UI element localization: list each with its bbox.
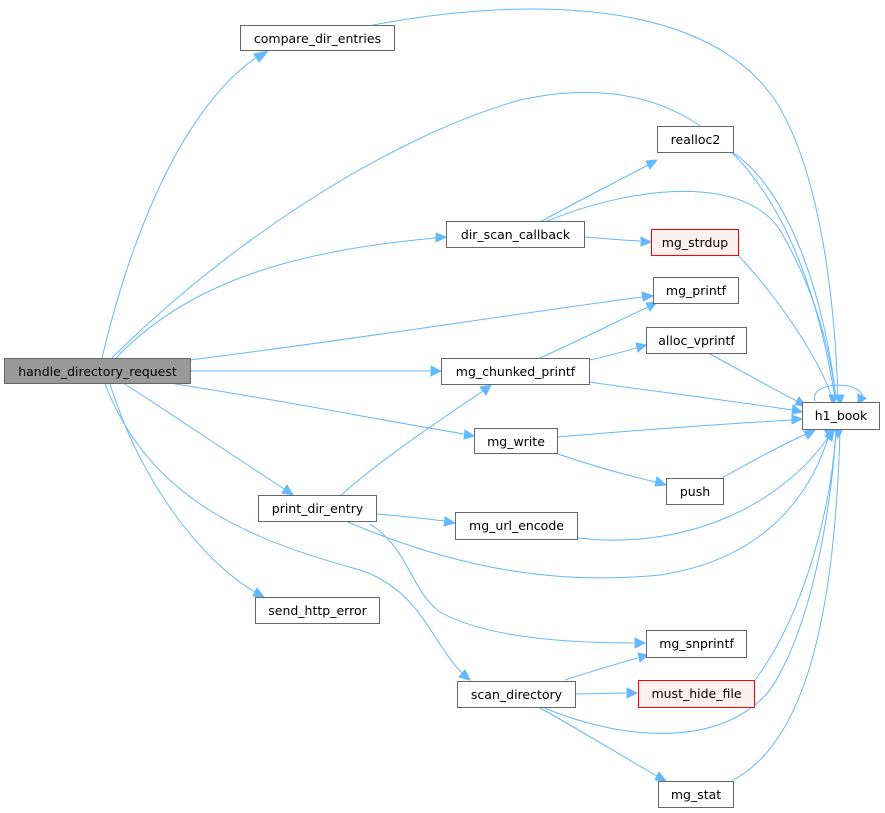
node-label: mg_strdup [662,235,729,250]
node-mg_strdup[interactable]: mg_strdup [651,229,739,256]
node-compare_dir_entries[interactable]: compare_dir_entries [240,25,395,51]
arrow-scan_directory-to-mg_snprintf [637,652,650,663]
node-label: must_hide_file [651,686,741,701]
edge-print_dir_entry-to-h1_book [347,431,831,579]
edge-handle_directory_request-to-compare_dir_entries [101,55,259,359]
node-mg_snprintf[interactable]: mg_snprintf [646,630,747,658]
arrow-handle_directory_request-to-mg_chunked_printf [430,365,443,377]
node-label: alloc_vprintf [658,333,735,348]
arrow-scan_directory-to-must_hide_file [626,687,639,699]
edge-dir_scan_callback-to-realloc2 [539,164,649,223]
arrow-mg_chunked_printf-to-mg_printf [645,301,659,312]
node-label: mg_printf [666,283,727,298]
node-label: mg_stat [671,787,721,802]
arrow-handle_directory_request-to-print_dir_entry [281,484,294,496]
node-label: realloc2 [671,132,721,147]
node-mg_printf[interactable]: mg_printf [653,277,739,304]
node-label: mg_write [487,434,545,449]
node-label: h1_book [815,408,868,423]
node-label: mg_snprintf [659,636,734,651]
edge-mg_chunked_printf-to-alloc_vprintf [588,347,637,361]
edge-mg_write-to-h1_book [556,419,793,438]
edge-mg_stat-to-h1_book [732,431,841,781]
edge-h1_book-self-loop [814,384,863,402]
node-dir_scan_callback[interactable]: dir_scan_callback [446,221,585,248]
arrow-mg_write-to-push [654,476,668,487]
call-graph-nodes: handle_directory_request compare_dir_ent… [4,25,880,808]
arrow-handle_directory_request-to-mg_printf [641,291,655,302]
edge-dir_scan_callback-to-mg_strdup [583,236,641,242]
node-send_http_error[interactable]: send_http_error [255,597,380,624]
node-label: mg_url_encode [469,518,564,533]
node-label: scan_directory [471,687,563,702]
edge-compare_dir_entries-to-h1_book [367,8,839,399]
node-label: send_http_error [268,603,367,618]
arrow-print_dir_entry-to-mg_snprintf [634,637,647,649]
arrow-scan_directory-to-mg_stat [654,771,668,782]
edge-handle_directory_request-to-scan_directory [104,383,463,674]
edge-handle_directory_request-to-print_dir_entry [124,383,285,490]
node-mg_url_encode[interactable]: mg_url_encode [455,512,578,540]
arrow-push-to-h1_book [803,429,817,440]
arrow-print_dir_entry-to-mg_url_encode [443,516,457,527]
node-print_dir_entry[interactable]: print_dir_entry [258,495,377,522]
arrow-handle_directory_request-to-send_http_error [252,587,266,598]
edge-handle_directory_request-to-mg_write [174,383,465,435]
edge-mg_write-to-push [554,452,657,483]
edge-handle_directory_request-to-mg_printf [189,296,643,361]
node-mg_write[interactable]: mg_write [474,428,558,454]
edge-scan_directory-to-must_hide_file [575,692,627,695]
edge-mg_chunked_printf-to-mg_printf [539,306,649,359]
node-h1_book[interactable]: h1_book [802,402,880,430]
edge-print_dir_entry-to-mg_url_encode [375,513,445,522]
edge-mg_strdup-to-h1_book [737,254,833,399]
edge-realloc2-to-h1_book [731,151,837,399]
edge-handle_directory_request-to-h1_book-top [111,91,836,399]
node-handle_directory_request[interactable]: handle_directory_request [4,358,191,384]
node-label: print_dir_entry [272,501,364,516]
arrow-mg_chunked_printf-to-alloc_vprintf [635,342,648,353]
edge-push-to-h1_book [721,433,807,479]
node-mg_stat[interactable]: mg_stat [658,781,734,808]
node-realloc2[interactable]: realloc2 [657,126,734,153]
edge-print_dir_entry-to-mg_snprintf [369,523,635,644]
edge-mg_url_encode-to-h1_book [577,431,833,541]
call-graph-edges [101,8,867,782]
arrow-handle_directory_request-to-mg_write [463,429,476,440]
node-label: dir_scan_callback [461,227,571,242]
edge-scan_directory-to-mg_stat [539,707,658,777]
arrow-dir_scan_callback-to-realloc2 [645,159,659,170]
edge-print_dir_entry-to-mg_chunked_printf [339,390,484,497]
edge-must_hide_file-to-h1_book [754,431,837,681]
arrow-handle_directory_request-to-compare_dir_entries [253,50,270,63]
arrow-dir_scan_callback-to-mg_strdup [640,236,653,247]
node-label: mg_chunked_printf [456,364,576,379]
edge-handle_directory_request-to-dir_scan_callback [115,237,437,359]
arrow-mg_chunked_printf-to-h1_book [791,404,804,415]
edge-mg_chunked_printf-to-h1_book [588,381,793,411]
edge-scan_directory-to-h1_book [541,431,837,734]
node-scan_directory[interactable]: scan_directory [457,681,576,708]
node-must_hide_file[interactable]: must_hide_file [638,680,755,708]
node-mg_chunked_printf[interactable]: mg_chunked_printf [441,358,590,385]
edge-handle_directory_request-to-send_http_error [109,383,256,593]
arrow-handle_directory_request-to-scan_directory [458,669,471,681]
node-push[interactable]: push [666,478,724,505]
node-label: push [680,484,710,499]
node-label: handle_directory_request [18,364,177,379]
node-label: compare_dir_entries [254,31,381,46]
arrow-handle_directory_request-to-dir_scan_callback [435,232,448,243]
arrow-print_dir_entry-to-mg_chunked_printf [479,384,492,396]
edge-dir_scan_callback-to-h1_book [544,190,837,399]
edge-alloc_vprintf-to-h1_book [707,352,798,402]
edge-scan_directory-to-mg_snprintf [564,657,639,681]
arrow-into-h1_book-b [834,394,845,407]
arrow-mg_write-to-h1_book [791,414,804,425]
node-alloc_vprintf[interactable]: alloc_vprintf [646,327,747,354]
